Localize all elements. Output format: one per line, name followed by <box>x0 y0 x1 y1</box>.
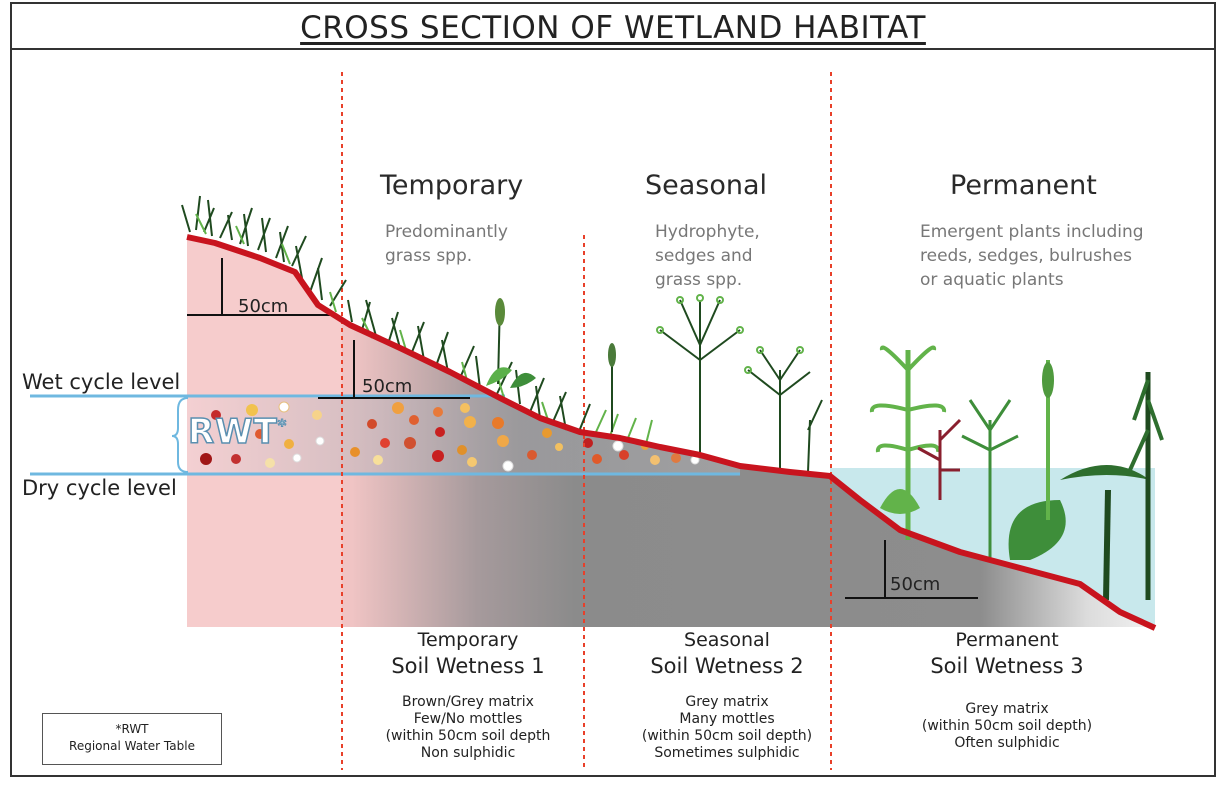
legend-box: *RWT Regional Water Table <box>42 713 222 765</box>
rwt-label: RWT* <box>188 412 287 452</box>
zone-desc-seasonal-2: sedges and <box>655 244 753 268</box>
wet-cycle-label: Wet cycle level <box>22 370 180 394</box>
rwt-brace <box>172 398 188 472</box>
zone-desc-seasonal-3: grass spp. <box>655 268 742 292</box>
depth-label-3: 50cm <box>890 574 940 595</box>
zone-desc-permanent-1: Emergent plants including <box>920 220 1144 244</box>
zone-desc-temporary-1: Predominantly <box>385 220 508 244</box>
dry-cycle-label: Dry cycle level <box>22 476 177 500</box>
legend-line-2: Regional Water Table <box>43 738 221 755</box>
zone-title-temporary: Temporary <box>380 170 523 201</box>
zone-title-seasonal: Seasonal <box>645 170 767 201</box>
zone-desc-permanent-3: or aquatic plants <box>920 268 1064 292</box>
legend-line-1: *RWT <box>43 721 221 738</box>
depth-label-1: 50cm <box>238 296 288 317</box>
depth-label-2: 50cm <box>362 376 412 397</box>
zone-title-permanent: Permanent <box>950 170 1097 201</box>
sedge-heads <box>657 295 803 373</box>
zone-desc-temporary-2: grass spp. <box>385 244 472 268</box>
zone-desc-permanent-2: reeds, sedges, bulrushes <box>920 244 1132 268</box>
soil-details-permanent: Grey matrix(within 50cm soil depth) Ofte… <box>897 701 1117 752</box>
zone-desc-seasonal-1: Hydrophyte, <box>655 220 760 244</box>
